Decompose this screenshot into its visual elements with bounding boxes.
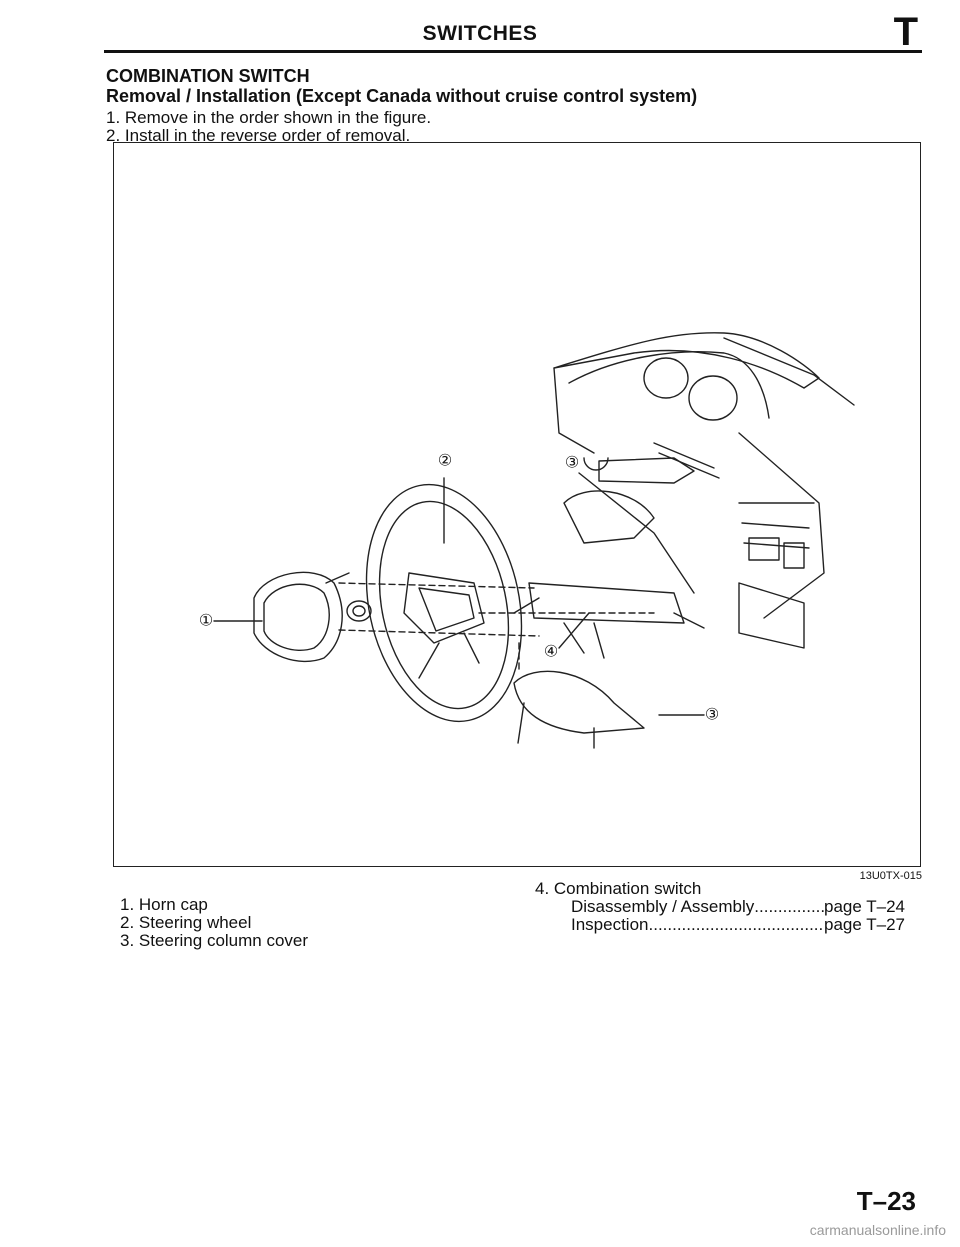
legend-subitem-label: Inspection <box>571 915 649 934</box>
callout-3-upper-leader <box>578 472 695 594</box>
callout-3-lower: ③ <box>705 707 719 724</box>
page-number: T–23 <box>856 1186 916 1216</box>
legend-subitem-page-ref: page T–24 <box>824 897 905 916</box>
callout-4-leader <box>558 612 590 649</box>
section-heading: COMBINATION SWITCH <box>106 66 310 86</box>
callout-1: ① <box>199 613 213 630</box>
dashboard-drawing <box>553 332 855 649</box>
dot-leader <box>649 916 825 934</box>
legend-subitem-label: Disassembly / Assembly <box>571 897 755 916</box>
steering-wheel-drawing <box>346 483 523 723</box>
figure-code: 13U0TX-015 <box>859 870 922 882</box>
header-rule <box>104 50 922 53</box>
dot-leader <box>754 898 824 916</box>
legend-item-combination-switch: 4. Combination switch <box>535 879 702 898</box>
steering-column-drawing <box>513 457 705 749</box>
step-2: 2. Install in the reverse order of remov… <box>106 126 411 145</box>
legend-subitem-inspection: Inspection page T–27 <box>535 916 905 934</box>
legend-item-horn-cap: 1. Horn cap <box>120 895 208 914</box>
legend-subitem-page-ref: page T–27 <box>824 915 905 934</box>
page-header-title: SWITCHES <box>422 22 538 45</box>
step-1: 1. Remove in the order shown in the figu… <box>106 108 432 127</box>
figure-frame: ① ② ③ ③ ④ <box>113 142 921 867</box>
exploded-view-diagram: ① ② ③ ③ ④ <box>199 332 855 749</box>
callout-4: ④ <box>544 644 558 661</box>
legend-subitem-disassembly: Disassembly / Assembly page T–24 <box>535 898 905 916</box>
section-letter: T <box>893 10 918 54</box>
legend-right: 4. Combination switch Disassembly / Asse… <box>535 880 905 934</box>
alignment-lines <box>338 582 655 674</box>
legend-item-column-cover: 3. Steering column cover <box>120 931 309 950</box>
legend-left: 1. Horn cap 2. Steering wheel 3. Steerin… <box>120 896 308 950</box>
section-subheading: Removal / Installation (Except Canada wi… <box>106 86 698 106</box>
callout-3-upper: ③ <box>565 455 579 472</box>
horn-cap-drawing <box>253 571 350 663</box>
legend-item-steering-wheel: 2. Steering wheel <box>120 913 252 932</box>
callout-2: ② <box>438 453 452 470</box>
site-watermark: carmanualsonline.info <box>809 1222 946 1238</box>
